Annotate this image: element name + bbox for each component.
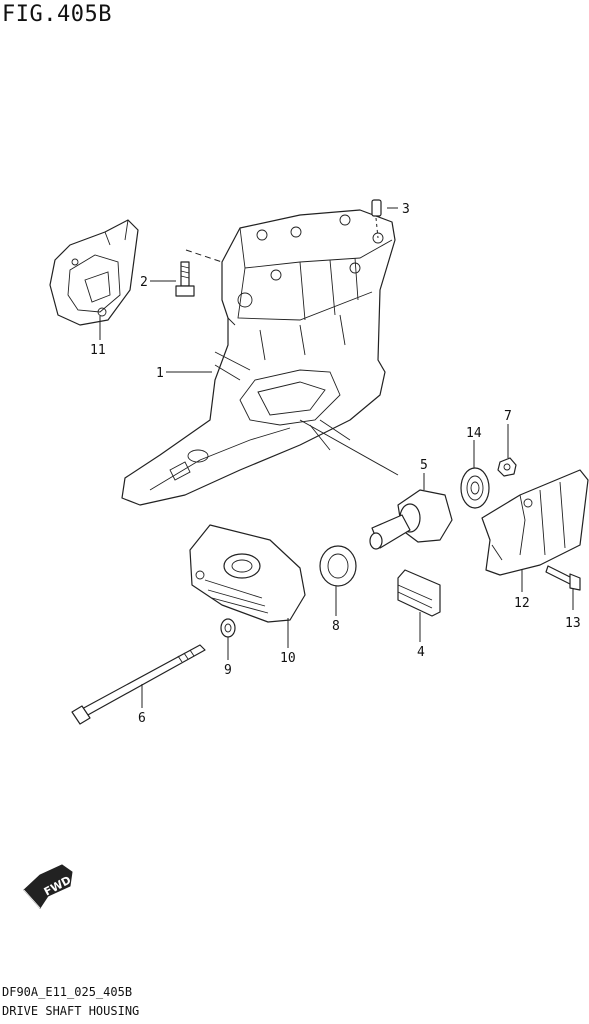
callout-13: 13 <box>565 616 581 631</box>
callout-1: 1 <box>156 366 164 381</box>
figure-code: DF90A_E11_025_405B <box>2 985 133 999</box>
part-14-ring <box>460 467 490 509</box>
callout-14: 14 <box>466 426 482 441</box>
fwd-arrow-icon: FWD <box>23 864 73 909</box>
part-5-rubber-mount <box>299 419 453 550</box>
callout-6: 6 <box>138 711 146 726</box>
callout-5: 5 <box>420 458 428 473</box>
callout-8: 8 <box>332 619 340 634</box>
figure-name: DRIVE SHAFT HOUSING <box>2 1004 140 1018</box>
part-6-long-bolt <box>71 644 206 725</box>
part-9-washer <box>220 618 236 638</box>
callout-11: 11 <box>90 343 106 358</box>
callout-2: 2 <box>140 275 148 290</box>
part-3-dowel-pin <box>371 199 382 239</box>
part-13-bolt <box>545 565 581 591</box>
part-8-washer <box>319 545 357 587</box>
callout-7: 7 <box>504 409 512 424</box>
part-4-rubber-pad <box>397 569 441 617</box>
part-10-mount-block <box>189 524 306 623</box>
part-2-bolt <box>175 249 223 297</box>
part-1-drive-shaft-housing <box>121 209 396 506</box>
part-7-nut <box>497 457 517 477</box>
callout-10: 10 <box>280 651 296 666</box>
leader-lines <box>99 207 574 708</box>
callout-9: 9 <box>224 663 232 678</box>
callout-4: 4 <box>417 645 425 660</box>
callout-12: 12 <box>514 596 530 611</box>
part-11-cover-plate <box>49 219 139 326</box>
callout-3: 3 <box>402 202 410 217</box>
part-12-bracket <box>481 469 589 576</box>
figure-title: FIG.405B <box>2 2 112 27</box>
